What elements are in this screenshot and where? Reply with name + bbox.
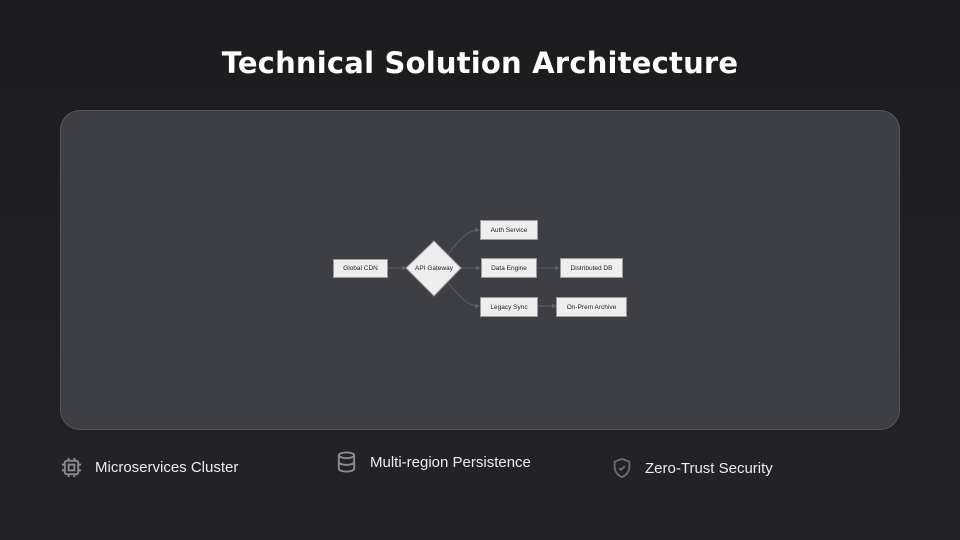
diagram-panel: [60, 110, 900, 430]
feature-security: Zero-Trust Security: [611, 456, 773, 480]
node-distributed-db[interactable]: Distributed DB: [560, 258, 623, 278]
shield-check-icon: [613, 457, 631, 479]
node-global-cdn[interactable]: Global CDN: [333, 259, 388, 278]
node-auth-service[interactable]: Auth Service: [480, 220, 538, 240]
feature-persistence: Multi-region Persistence: [335, 450, 531, 474]
feature-label: Microservices Cluster: [95, 459, 239, 476]
page-title: Technical Solution Architecture: [221, 46, 739, 80]
cpu-chip-icon: [61, 457, 82, 478]
feature-label: Zero-Trust Security: [645, 459, 773, 477]
node-api-gateway[interactable]: API Gateway: [415, 264, 453, 272]
feature-microservices: Microservices Cluster: [60, 456, 238, 479]
node-legacy-sync[interactable]: Legacy Sync: [480, 297, 538, 317]
database-icon: [337, 451, 356, 473]
node-on-prem-archive[interactable]: On-Prem Archive: [556, 297, 627, 317]
feature-label: Multi-region Persistence: [370, 453, 531, 471]
node-data-engine[interactable]: Data Engine: [481, 258, 537, 278]
